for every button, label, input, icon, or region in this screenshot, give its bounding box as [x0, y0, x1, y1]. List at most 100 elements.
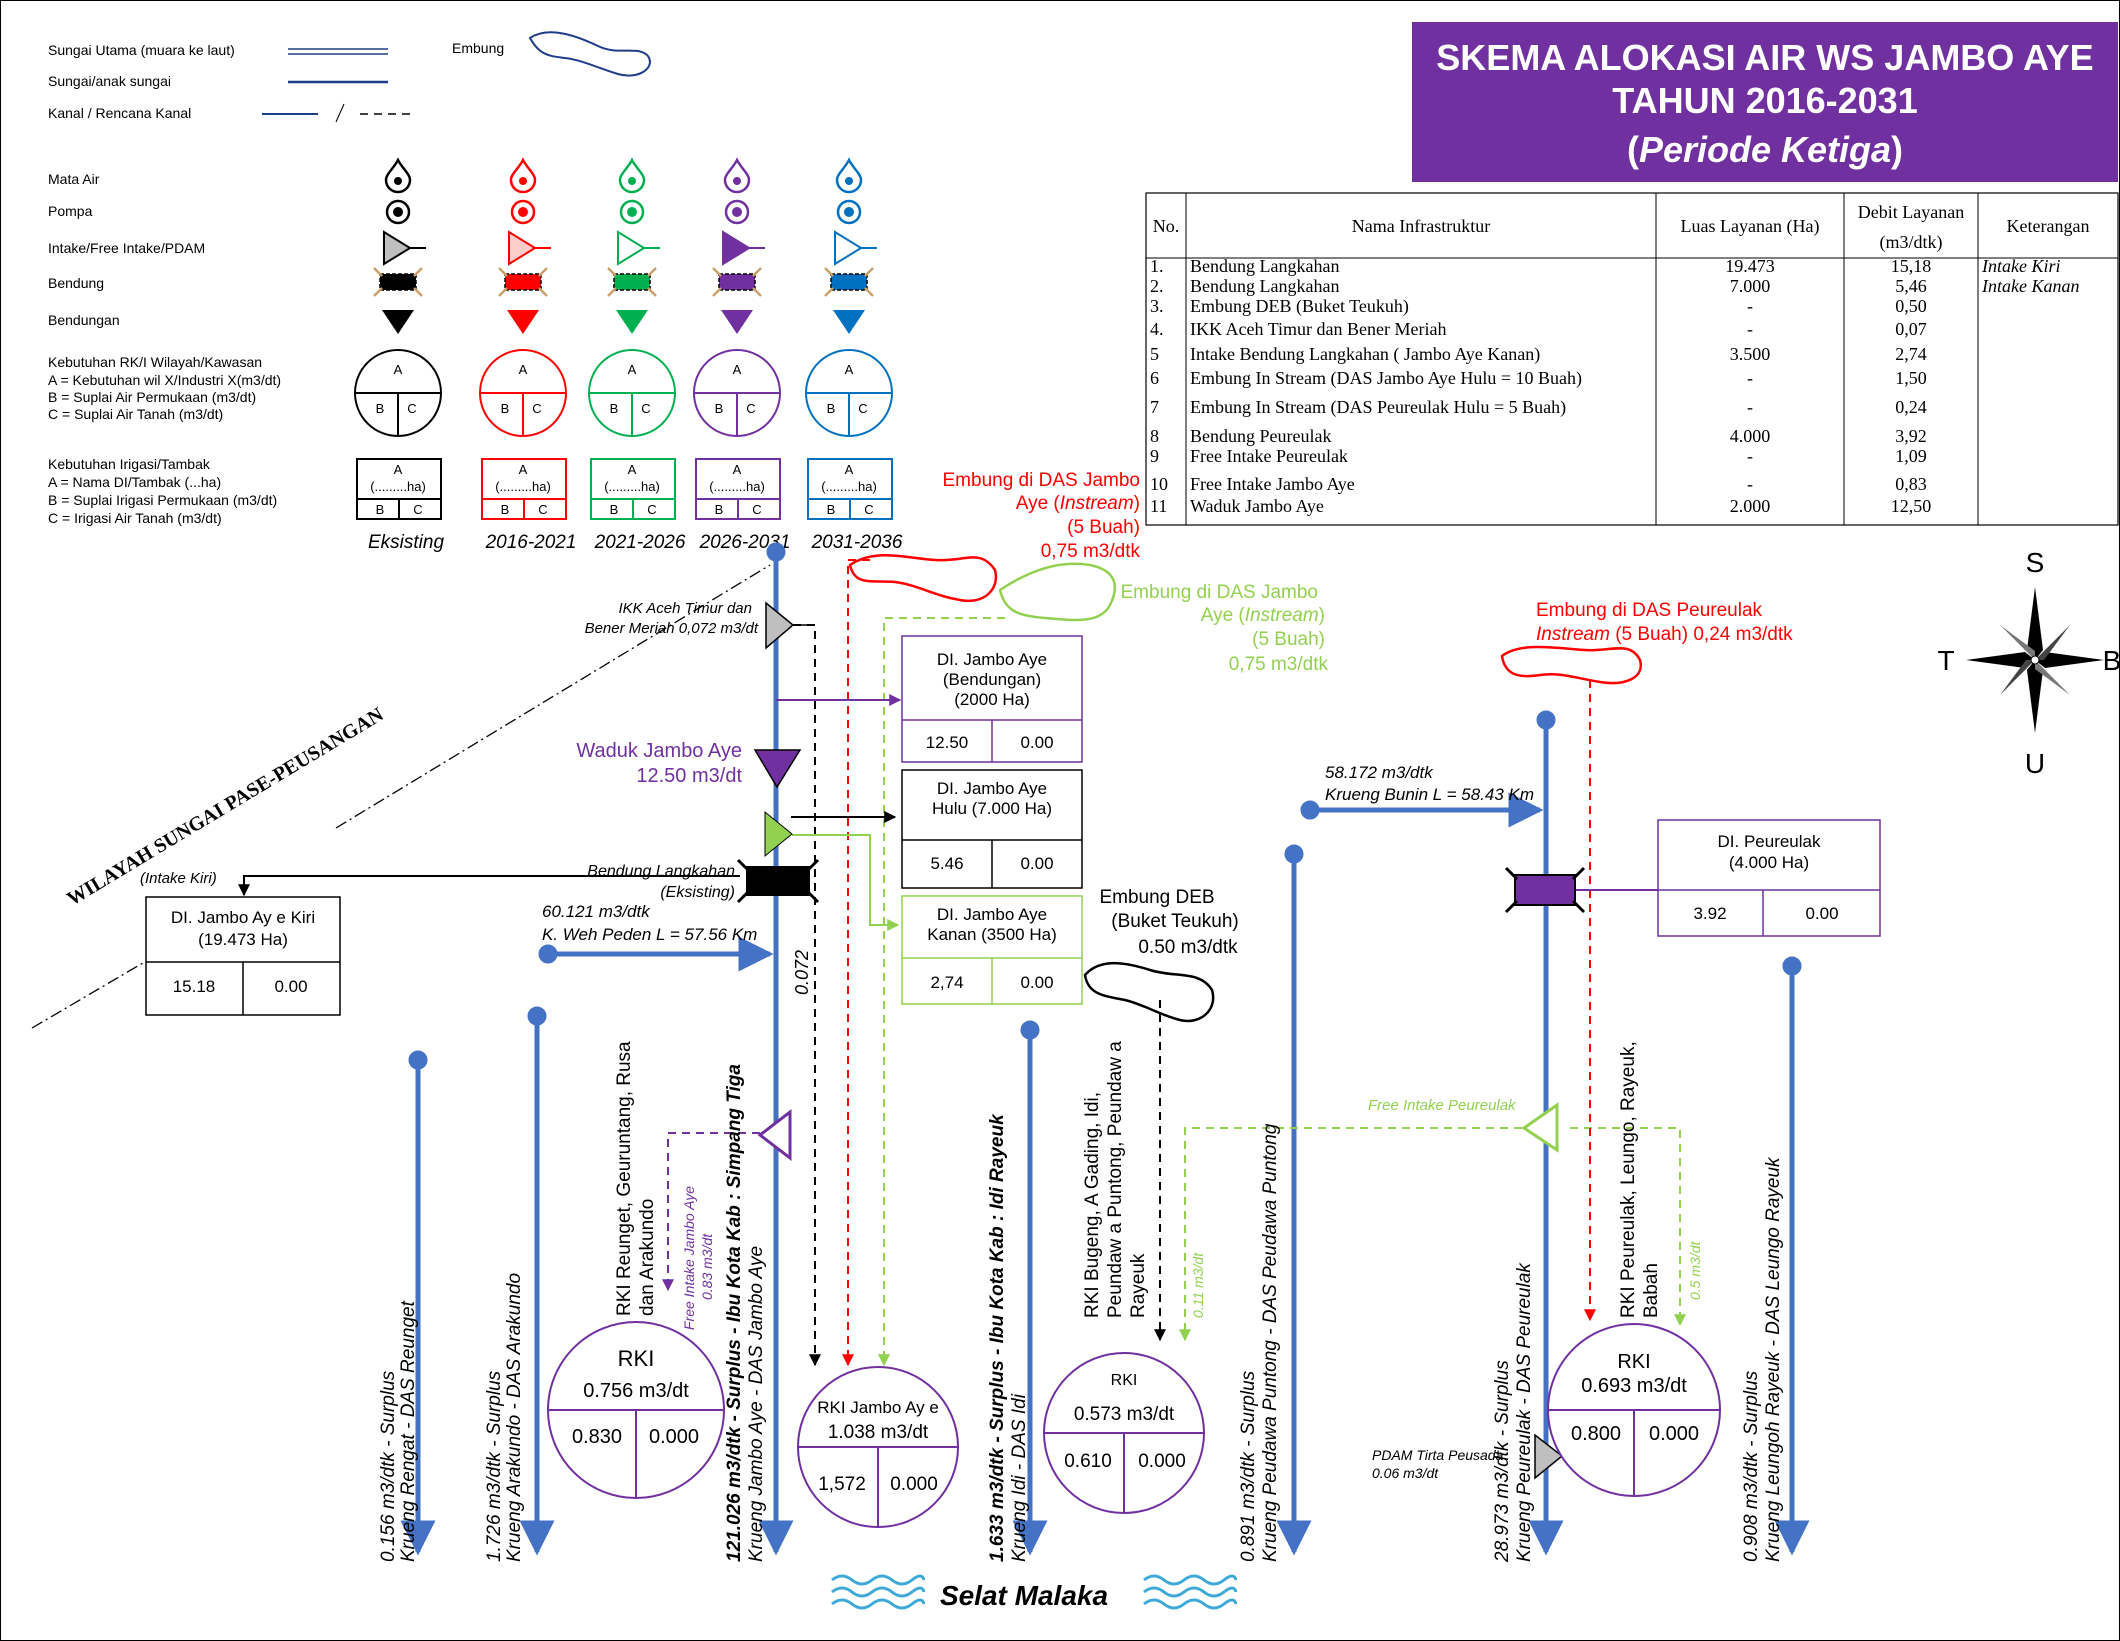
compass-label-left: T	[1937, 645, 1954, 676]
intake-icon	[383, 230, 426, 266]
irig-legend-ha: (.........ha)	[370, 479, 426, 494]
legend-irig-line-b: B = Suplai Irigasi Permukaan (m3/dt)	[48, 492, 277, 508]
intake-icon	[508, 230, 551, 266]
period-label-p2021: 2021-2026	[594, 532, 686, 553]
embung-peureulak-icon	[1500, 645, 1643, 685]
river-arakundo-line-1: 1.726 m3/dtk - Surplus	[484, 1370, 505, 1562]
bendung-langkahan-icon	[736, 858, 820, 904]
legend-mata-air-label: Mata Air	[48, 171, 100, 187]
di-kanan-area: Kanan (3500 Ha)	[927, 925, 1056, 944]
table-cell-debit: 3,92	[1895, 426, 1927, 446]
period-label-p2016: 2016-2021	[485, 532, 577, 553]
di-jambo-aye-hulu-box: DI. Jambo Aye Hulu (7.000 Ha) 5.46 0.00	[901, 769, 1083, 889]
irig-legend-b: B	[376, 502, 385, 517]
rki-legend-c: C	[407, 401, 416, 416]
title-block: SKEMA ALOKASI AIR WS JAMBO AYE TAHUN 201…	[1412, 22, 2118, 182]
river-leungo-source	[1782, 956, 1802, 976]
compass-label-top: S	[2026, 547, 2045, 578]
di-kanan-b: 2,74	[930, 973, 963, 992]
table-cell-no: 4.	[1150, 319, 1164, 339]
free-intake-peureulak-icon	[1521, 1102, 1559, 1153]
di-bendungan-b: 12.50	[926, 733, 969, 752]
legend-main-river-label: Sungai Utama (muara ke laut)	[48, 42, 235, 58]
rki-peureulak-names: RKI Peureulak, Leungo, Rayeuk, Babah	[1618, 1041, 1662, 1318]
river-structures	[736, 601, 1586, 1480]
embung-green-label: Embung di DAS Jambo Aye (Instream) (5 Bu…	[1121, 582, 1329, 675]
table-cell-name: Intake Bendung Langkahan ( Jambo Aye Kan…	[1190, 344, 1540, 365]
pompa-icon	[385, 199, 411, 225]
weh-line-1: 60.121 m3/dtk	[542, 902, 651, 921]
legend-rki-title: Kebutuhan RK/I Wilayah/Kawasan	[48, 354, 262, 370]
di-peureulak-name: DI. Peureulak	[1718, 832, 1821, 851]
table-header-luas: Luas Layanan (Ha)	[1681, 216, 1820, 237]
intake-icon	[617, 230, 660, 266]
table-cell-luas: 2.000	[1730, 496, 1771, 516]
mata-air-icon	[509, 157, 537, 194]
river-labels: 0.156 m3/dtk - Surplus Krueng Rengat - D…	[378, 1064, 1784, 1563]
embung-red-icon	[848, 554, 998, 603]
river-arakundo-source	[527, 1006, 547, 1026]
rki4-a: 0.693 m3/dt	[1581, 1375, 1687, 1397]
river-jambo-line-2: Krueng Jambo Aye - DAS Jambo Aye	[746, 1246, 767, 1562]
di-kiri-c: 0.00	[274, 977, 307, 996]
river-weh-peden-source	[538, 944, 558, 964]
title-line-3: (Periode Ketiga)	[1627, 129, 1903, 170]
irig-legend-c: C	[647, 502, 656, 517]
river-peureulak-source	[1536, 710, 1556, 730]
irig-legend-b: B	[501, 502, 510, 517]
waduk-line-1: Waduk Jambo Aye	[576, 740, 742, 762]
rki-legend-a: A	[845, 362, 854, 377]
river-bunin-source	[1300, 800, 1320, 820]
legend-rki-line-a: A = Kebutuhan wil X/Industri X(m3/dt)	[48, 372, 281, 388]
rki3-names-line-3: Rayeuk	[1128, 1253, 1149, 1318]
table-cell-luas: -	[1747, 397, 1753, 417]
mata-air-icon	[835, 157, 863, 194]
legend-rki-line-c: C = Suplai Air Tanah (m3/dt)	[48, 406, 223, 422]
table-cell-luas: -	[1747, 296, 1753, 316]
di-jambo-aye-kiri-box: DI. Jambo Ay e Kiri (19.473 Ha) 15.18 0.…	[145, 896, 341, 1016]
di-peureulak-box: DI. Peureulak (4.000 Ha) 3.92 0.00	[1657, 819, 1881, 937]
rki3-a: 0.573 m3/dt	[1074, 1404, 1175, 1425]
di-peureulak-c: 0.00	[1805, 904, 1838, 923]
river-jambo-aye-source	[766, 542, 786, 562]
table-cell-no: 8	[1150, 426, 1159, 446]
table-cell-name: Bendung Langkahan	[1190, 256, 1339, 276]
table-cell-debit: 1,50	[1895, 368, 1927, 388]
rki-legend-b: B	[610, 401, 619, 416]
di-jambo-aye-bendungan-box: DI. Jambo Aye (Bendungan) (2000 Ha) 12.5…	[901, 635, 1083, 763]
embung-green-line-4: 0,75 m3/dtk	[1229, 654, 1329, 675]
table-cell-debit: 5,46	[1895, 276, 1927, 296]
rki1-names-line-2: dan Arakundo	[637, 1199, 658, 1316]
rki-legend-c: C	[532, 401, 541, 416]
table-cell-debit: 15,18	[1891, 256, 1932, 276]
irig-legend-c: C	[864, 502, 873, 517]
rki4-title: RKI	[1617, 1351, 1650, 1373]
bendung-langkahan-label: Bendung Langkahan (Eksisting)	[587, 863, 735, 901]
pompa-icon	[619, 199, 645, 225]
rki4-b: 0.800	[1571, 1423, 1621, 1445]
compass-label-bottom: U	[2025, 748, 2045, 779]
embung-red-label: Embung di DAS Jambo Aye (Instream) (5 Bu…	[943, 470, 1141, 562]
di-peureulak-b: 3.92	[1693, 904, 1726, 923]
bendung-icon	[498, 267, 548, 297]
di-kiri-area: (19.473 Ha)	[198, 930, 288, 949]
table-header-no: No.	[1153, 216, 1180, 236]
pdam-line-2: 0.06 m3/dt	[1372, 1465, 1439, 1481]
table-cell-no: 2.	[1150, 276, 1164, 296]
di-peureulak-area: (4.000 Ha)	[1729, 853, 1809, 872]
rki-idi-circle: RKI 0.573 m3/dt 0.610 0.000	[1043, 1352, 1205, 1514]
table-cell-ket: Intake Kiri	[1981, 256, 2061, 276]
bunin-line-1: 58.172 m3/dtk	[1325, 763, 1434, 782]
table-cell-name: Embung In Stream (DAS Peureulak Hulu = 5…	[1190, 397, 1566, 418]
irig-legend-b: B	[610, 502, 619, 517]
embung-red-line-1: Embung di DAS Jambo	[943, 470, 1141, 491]
irig-legend-a: A	[733, 462, 742, 477]
rki4-names-line-2: Babah	[1641, 1263, 1662, 1318]
